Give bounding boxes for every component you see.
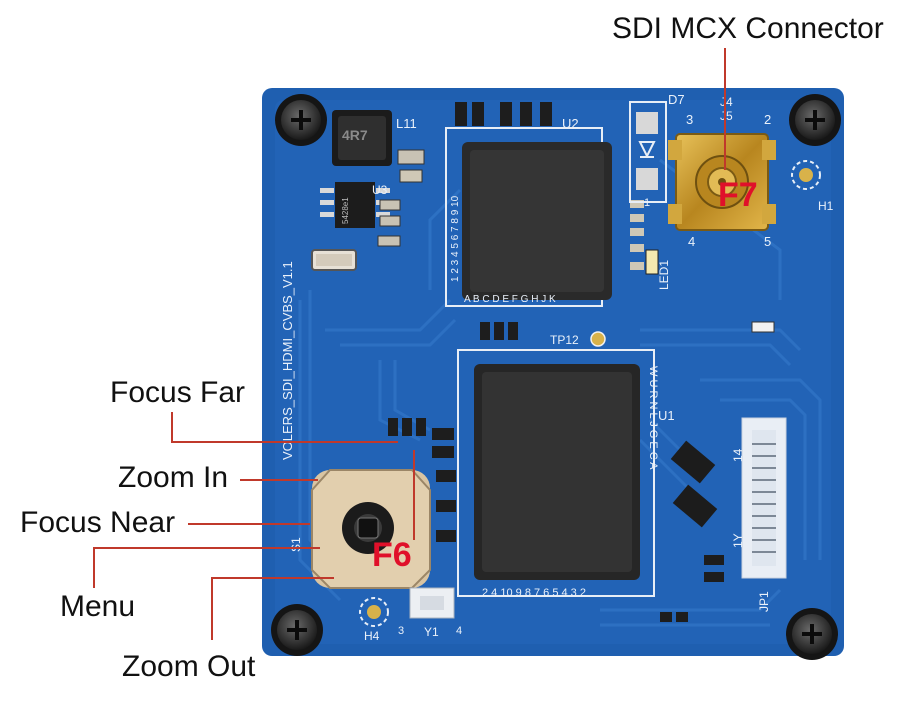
- silk-led1: LED1: [657, 260, 671, 290]
- ic-small-1: [670, 440, 716, 484]
- silk-d7: D7: [668, 92, 685, 107]
- silk-inductor-value: 4R7: [342, 127, 368, 143]
- silk-y1-pin-4: 4: [456, 625, 462, 637]
- silk-j4: J4: [720, 95, 733, 109]
- leader-menu: [93, 547, 320, 588]
- silk-u3-chip: 5428e1: [341, 197, 350, 224]
- callout-menu: Menu: [60, 590, 136, 623]
- silk-u1: U1: [658, 408, 675, 423]
- chip-u3: [335, 182, 375, 228]
- silk-tp12: TP12: [550, 333, 579, 347]
- silk-h1: H1: [818, 199, 834, 213]
- h4-test-hole: [359, 597, 389, 627]
- leader-focus-far: [171, 412, 398, 443]
- chip-u1-frame: [457, 349, 655, 597]
- callout-sdi-mcx-connector: SDI MCX Connector: [612, 12, 884, 45]
- leader-lines: [93, 48, 726, 640]
- marker-f7: F7: [718, 176, 758, 214]
- silk-pin-4: 4: [688, 234, 695, 249]
- silk-chip-top-rows: A B C D E F G H J K: [464, 294, 556, 305]
- silk-s1: S1: [289, 537, 303, 552]
- silk-pin-14: 14: [731, 448, 745, 462]
- silk-y1-pin-3: 3: [398, 625, 404, 637]
- silk-l11: L11: [396, 116, 417, 131]
- callout-zoom-in: Zoom In: [118, 461, 229, 494]
- silkscreen-labels: VOLERS_SDI_HDMI_CVBS_V1.1 L11 4R7 U2 U3 …: [280, 92, 834, 643]
- silk-d7-pin-1: 1: [644, 197, 650, 209]
- silk-jp1: JP1: [757, 591, 771, 612]
- diode-d7: [629, 101, 667, 203]
- silk-u2: U2: [562, 116, 579, 131]
- callout-zoom-out: Zoom Out: [122, 650, 256, 683]
- callout-focus-far: Focus Far: [110, 376, 246, 409]
- silk-pin-2: 2: [764, 112, 771, 127]
- marker-f6: F6: [372, 536, 412, 574]
- mounting-screws: [271, 94, 841, 660]
- silk-j5: J5: [720, 109, 733, 123]
- silk-chip-u1-rows: W U R N L J G E C A: [647, 366, 659, 470]
- joystick-switch: [311, 469, 431, 589]
- silk-u3: U3: [372, 183, 388, 197]
- silk-chip-u1-cols: 2 4 10 9 8 7 6 5 4 3 2: [482, 587, 586, 599]
- led1: [645, 249, 659, 275]
- callout-focus-near: Focus Near: [20, 506, 176, 539]
- silk-pin-3: 3: [686, 112, 693, 127]
- leader-zoom-out: [211, 577, 334, 640]
- silk-y1: Y1: [424, 625, 439, 639]
- silk-pin-5: 5: [764, 234, 771, 249]
- silk-pin-1y: 1Y: [731, 533, 745, 548]
- passive-components: [377, 102, 775, 622]
- tp12-pad: [590, 331, 606, 347]
- silk-board-name: VOLERS_SDI_HDMI_CVBS_V1.1: [280, 261, 295, 460]
- ic-small-2: [672, 484, 718, 528]
- h1-test-hole: [791, 160, 821, 190]
- silk-chip-top-cols: 1 2 3 4 5 6 7 8 9 10: [450, 195, 461, 282]
- silk-h4: H4: [364, 629, 380, 643]
